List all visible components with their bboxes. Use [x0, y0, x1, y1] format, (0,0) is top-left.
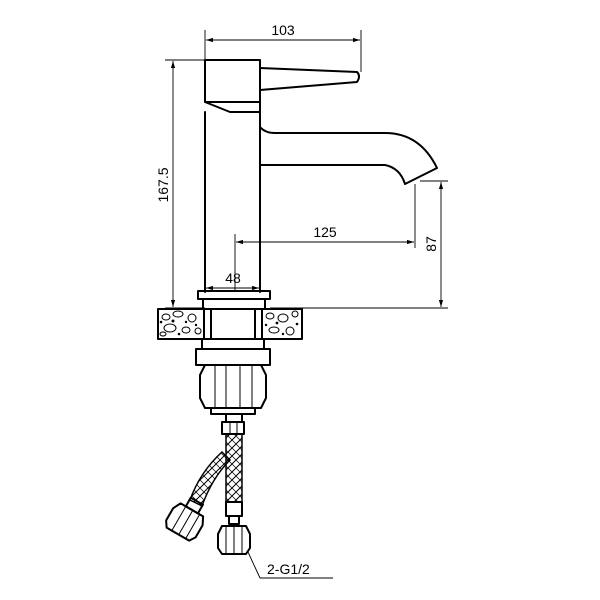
dimension-spout-reach: 125 — [234, 184, 416, 292]
dimension-body-diameter-label: 48 — [225, 270, 241, 286]
dimension-handle-width: 103 — [204, 22, 362, 72]
dimension-total-height-label: 167.5 — [155, 167, 171, 202]
supply-hoses — [165, 413, 251, 555]
dimension-spout-height-label: 87 — [423, 236, 439, 252]
countertop-section — [157, 308, 303, 340]
dimension-body-diameter: 48 — [206, 270, 259, 291]
thread-callout: 2-G1/2 — [247, 551, 333, 579]
faucet-body — [197, 59, 438, 310]
dimension-total-height: 167.5 — [155, 59, 205, 309]
dimension-spout-reach-label: 125 — [313, 224, 337, 240]
thread-callout-label: 2-G1/2 — [267, 561, 310, 577]
dimension-spout-height: 87 — [270, 180, 448, 309]
mounting-assembly — [195, 308, 271, 415]
dimension-handle-width-label: 103 — [271, 22, 295, 38]
